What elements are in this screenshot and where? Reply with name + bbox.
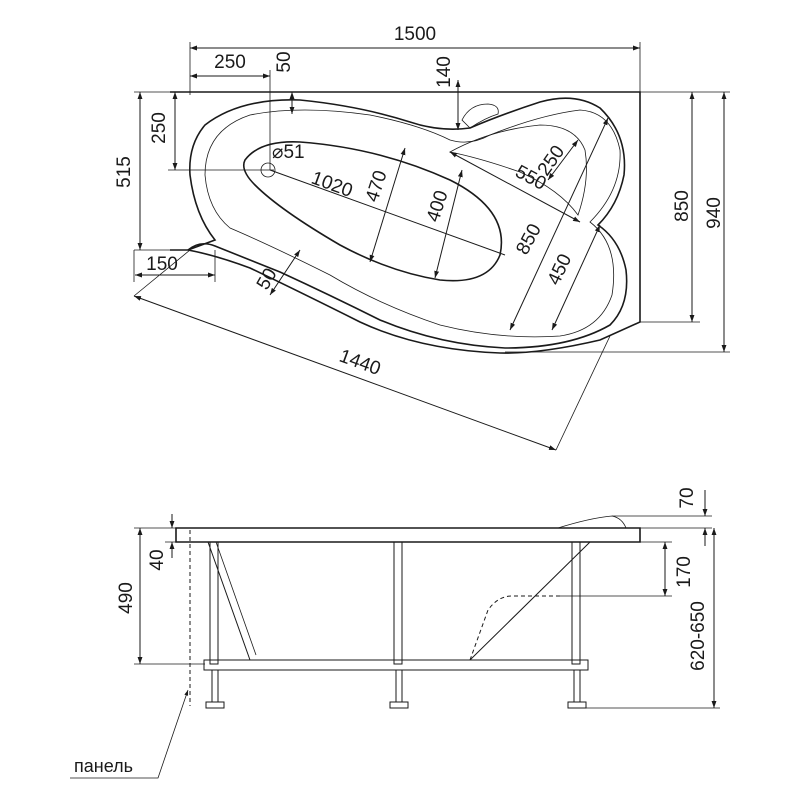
foot-left bbox=[205, 701, 225, 709]
dim-400: 400 bbox=[423, 188, 453, 225]
plan-handle bbox=[461, 103, 499, 129]
frame-post-left bbox=[209, 541, 219, 665]
plan-inner-bowl bbox=[242, 141, 503, 282]
dim-40: 40 bbox=[147, 549, 168, 570]
dim-470: 470 bbox=[362, 168, 392, 205]
dim-850-diag: 850 bbox=[512, 220, 545, 258]
dim-490: 490 bbox=[116, 582, 137, 614]
plan-view: 1500 250 50 140 515 250 ⌀51 1020 470 400 bbox=[114, 24, 730, 451]
foot-right bbox=[567, 701, 587, 709]
dim-50-diag: 50 bbox=[253, 265, 282, 294]
frame-bottom bbox=[203, 659, 589, 671]
dim-1440: 1440 bbox=[336, 346, 383, 380]
dim-50-top: 50 bbox=[274, 51, 295, 72]
dim-170: 170 bbox=[674, 556, 695, 588]
plan-inner-wall bbox=[204, 109, 621, 338]
dim-1500: 1500 bbox=[394, 24, 436, 45]
side-tub-body bbox=[207, 541, 591, 661]
frame-post-middle bbox=[393, 541, 403, 665]
dim-450: 450 bbox=[544, 251, 576, 289]
foot-middle bbox=[389, 701, 409, 709]
side-headrest bbox=[557, 515, 627, 529]
dim-515: 515 bbox=[114, 156, 135, 188]
side-rim bbox=[175, 527, 641, 543]
dim-140: 140 bbox=[434, 56, 455, 88]
dim-940: 940 bbox=[704, 197, 725, 229]
side-view: панель 490 40 70 170 620-650 bbox=[70, 487, 720, 779]
dim-250-left: 250 bbox=[149, 112, 170, 144]
side-backrest-dashed bbox=[469, 595, 560, 661]
frame-post-right bbox=[571, 541, 581, 665]
plan-outer-outline bbox=[170, 91, 641, 354]
dim-620-650: 620-650 bbox=[688, 601, 709, 671]
dim-250-top: 250 bbox=[214, 52, 246, 73]
dim-150: 150 bbox=[146, 254, 178, 275]
dim-1020: 1020 bbox=[308, 168, 355, 202]
dim-850-right: 850 bbox=[672, 190, 693, 222]
panel-label: панель bbox=[74, 756, 133, 776]
dim-70: 70 bbox=[677, 487, 698, 508]
side-tub-inner bbox=[215, 541, 257, 656]
dim-diameter-51: ⌀51 bbox=[272, 142, 305, 163]
